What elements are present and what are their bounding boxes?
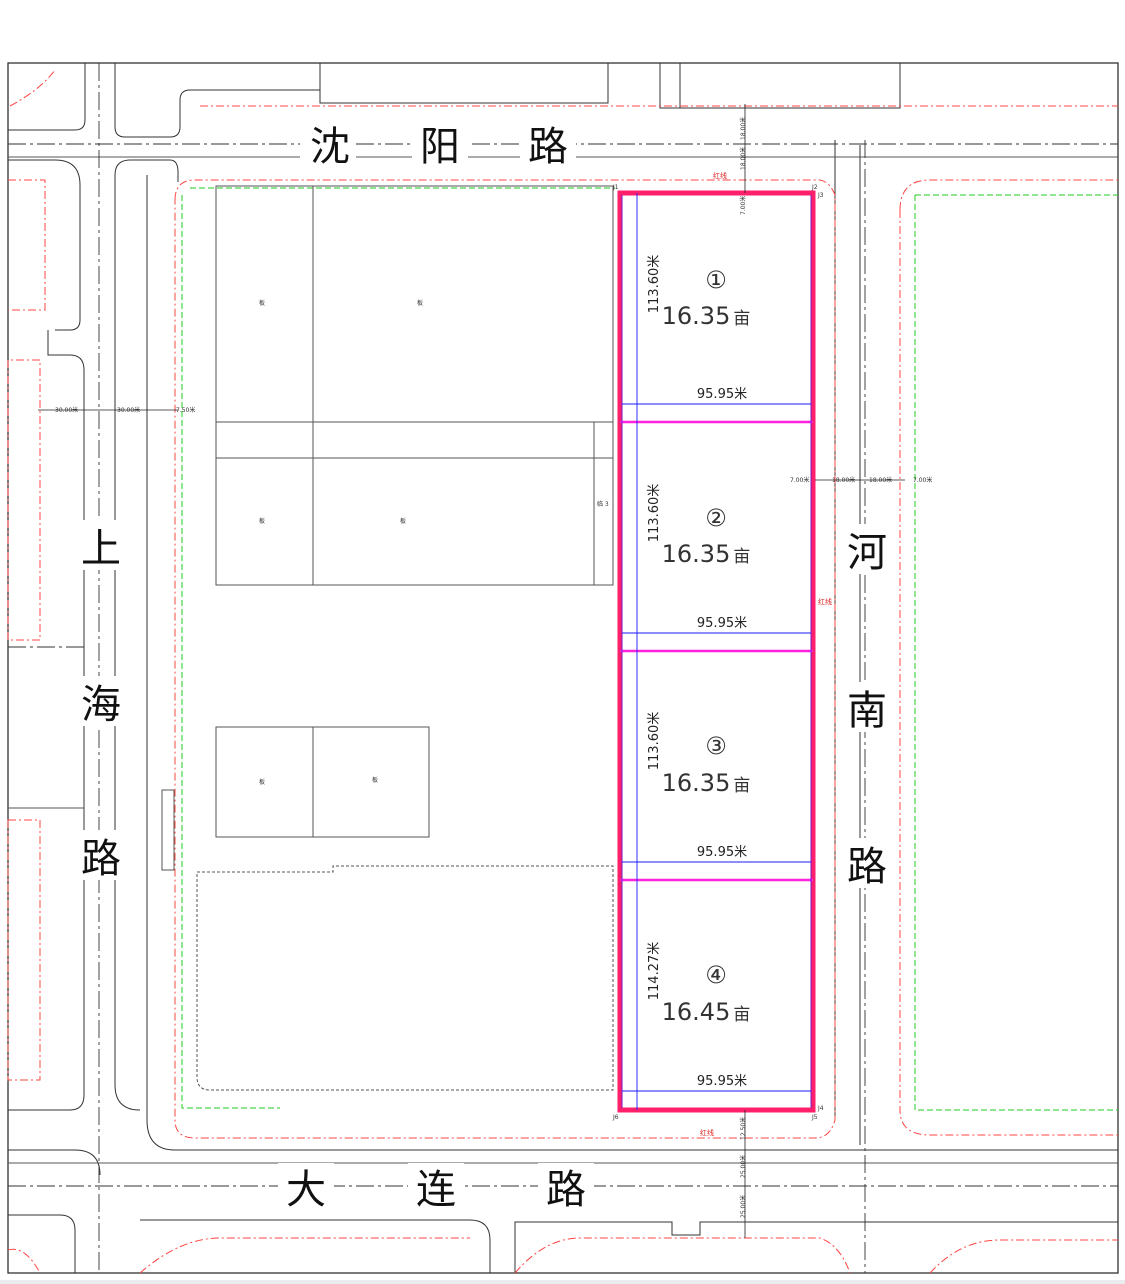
parcel-number: ④ (705, 961, 727, 989)
north-road-dimensions: 7.00米 18.00米 18.00米 (739, 104, 747, 215)
corner-label: J4 (817, 1105, 824, 1112)
west-road-dimensions: 30.00米 30.00米 7.50米 (38, 406, 195, 414)
parcel-width-label: 95.95米 (697, 616, 747, 631)
corner-label: J1 (612, 184, 619, 191)
east-road-dimensions: 7.00米 18.00米 18.00米 7.00米 (790, 476, 932, 484)
building-labels: 板 板 板 板 板 板 临 3 (259, 299, 609, 786)
parcel-number: ② (705, 504, 727, 532)
road-name-char: 阳 (420, 124, 460, 170)
road-dimension-label: 25.00米 (739, 1195, 747, 1218)
parcel-width-label: 95.95米 (697, 387, 747, 402)
drawing-frame (7, 62, 1119, 1274)
red-line-label: 红线 (700, 1128, 714, 1137)
road-name-char: 连 (416, 1167, 456, 1213)
parcel-height-label: 113.60米 (647, 484, 662, 543)
red-line-label: 红线 (818, 597, 832, 606)
road-dimension-label: 18.00米 (739, 147, 747, 170)
road-name-char: 河 (847, 530, 887, 576)
red-line-label: 红线 (713, 171, 727, 180)
road-dimension-label: 18.00米 (739, 117, 747, 140)
building-label: 板 (259, 299, 265, 307)
red-line-labels: 红线 红线 红线 (700, 171, 832, 1137)
road-edges (8, 63, 1118, 1273)
road-name-char: 海 (81, 682, 121, 728)
parcel-width-label: 95.95米 (697, 845, 747, 860)
building-label: 板 (372, 776, 378, 784)
road-name-char: 路 (528, 124, 568, 170)
road-dimension-label: 18.00米 (869, 476, 892, 484)
road-dimension-label: 7.00米 (790, 476, 809, 484)
parcel-number: ③ (705, 732, 727, 760)
existing-buildings (161, 185, 614, 1091)
parcel-height-label: 113.60米 (647, 712, 662, 771)
parcel-group (617, 190, 816, 1113)
road-dimension-label: 30.00米 (55, 406, 78, 414)
parcel-width-label: 95.95米 (697, 1074, 747, 1089)
corner-label: J2 (811, 184, 818, 191)
road-name-west: 上 海 路 (78, 520, 124, 882)
parcel-height-label: 114.27米 (647, 942, 662, 1001)
parcel-number: ① (705, 266, 727, 294)
road-dimension-label: 25.00米 (739, 1155, 747, 1178)
road-dimension-label: 7.50米 (176, 406, 195, 414)
building-label: 板 (400, 517, 406, 525)
road-dimension-label: 7.00米 (739, 196, 747, 215)
parcel-height-label: 113.60米 (647, 255, 662, 314)
road-name-char: 上 (81, 526, 121, 572)
road-name-char: 路 (81, 836, 121, 882)
road-name-char: 路 (546, 1167, 586, 1213)
road-name-east: 河 南 路 (844, 524, 890, 890)
building-label: 板 (259, 778, 265, 786)
top-margin (0, 0, 1125, 60)
road-name-char: 路 (847, 844, 887, 890)
road-dimension-label: 18.00米 (832, 476, 855, 484)
road-name-char: 大 (286, 1167, 326, 1213)
road-dimension-label: 12.50米 (739, 1117, 747, 1140)
road-name-char: 南 (847, 688, 887, 734)
building-label: 板 (417, 299, 423, 307)
block-label: 临 3 (597, 500, 609, 508)
road-dimension-label: 30.00米 (117, 406, 140, 414)
south-road-dimensions: 12.50米 25.00米 25.00米 (739, 1110, 747, 1238)
corner-labels: J1 J2 J3 J4 J5 J6 (612, 184, 824, 1121)
road-dimension-label: 7.00米 (913, 476, 932, 484)
green-setback-lines (181, 187, 1118, 1111)
road-name-north: 沈 阳 路 (300, 120, 576, 170)
road-name-south: 大 连 路 (278, 1163, 594, 1213)
corner-label: J5 (811, 1114, 818, 1121)
road-name-char: 沈 (310, 124, 350, 170)
building-label: 板 (259, 517, 265, 525)
red-lines (7, 69, 1118, 1274)
corner-label: J6 (612, 1114, 619, 1121)
corner-label: J3 (817, 192, 824, 199)
